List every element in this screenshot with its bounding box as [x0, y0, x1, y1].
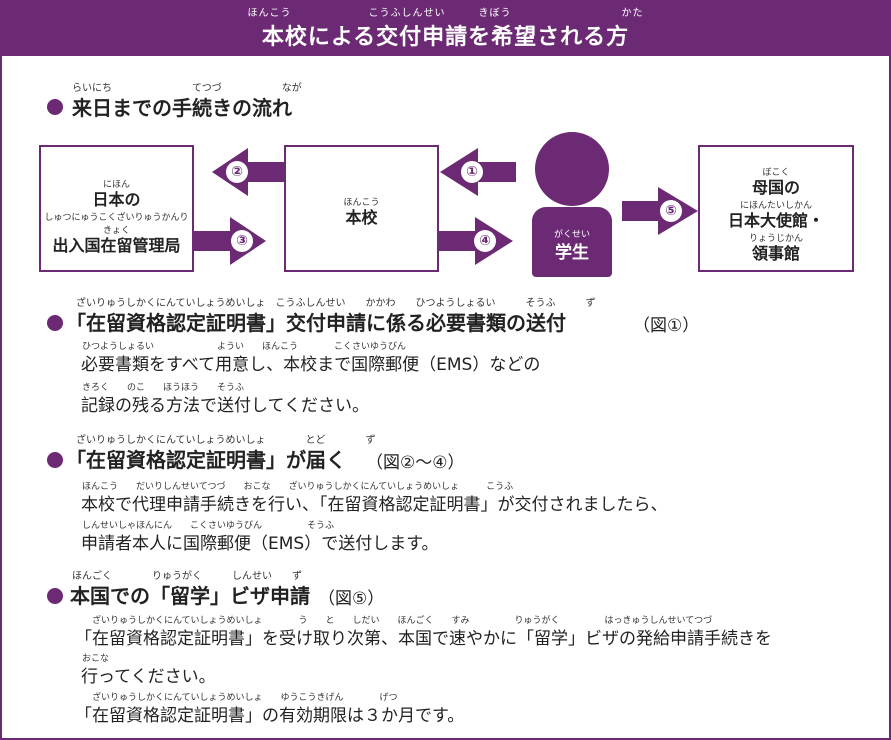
section4-line2-ruby: おこな — [82, 654, 110, 664]
student-body-icon — [532, 207, 612, 277]
section3-line2: 申請者本人に国際郵便（EMS）で送付します。 — [81, 534, 439, 554]
box-school-label: 本校 — [345, 208, 378, 227]
box-japan-ruby2: しゅつにゅうこくざいりゅうかんりきょく — [44, 213, 189, 236]
box-home-line2: 日本大使館・ — [727, 211, 824, 230]
section2-fig: （図①） — [633, 316, 700, 336]
bullet-section2 — [47, 315, 63, 331]
section4-line1-ruby: ざいりゅうしかくにんていしょうめいしょ う と しだい ほんごく すみ りゅうが… — [92, 616, 713, 626]
section2-line2: 記録の残る方法で送付してください。 — [81, 396, 369, 416]
section1-ruby: らいにち てつづ なが — [72, 83, 302, 94]
section4-line3: 「在留資格認定証明書」の有効期限は３か月です。 — [75, 706, 465, 726]
section4-line1: 「在留資格認定証明書」を受け取り次第、本国で速やかに「留学」ビザの発給申請手続き… — [75, 629, 772, 649]
bullet-section3 — [47, 452, 63, 468]
box-home-ruby1: ぼこく — [762, 168, 790, 178]
section4-line2: 行ってください。 — [81, 667, 216, 687]
header-banner: ほんこう こうふしんせい きぼう かた 本校による交付申請を希望される方 — [0, 0, 891, 56]
section2-line2-ruby: きろく のこ ほうほう そうふ — [82, 383, 245, 393]
arrow-1-number: ① — [461, 161, 483, 183]
box-school-ruby: ほんこう — [343, 198, 380, 208]
student-head-icon — [535, 132, 609, 206]
section1-title: 来日までの手続きの流れ — [72, 96, 292, 120]
arrow-3-number: ③ — [231, 230, 253, 252]
arrow-5-number: ⑤ — [660, 200, 682, 222]
section4-title: 本国での「留学」ビザ申請 — [70, 584, 310, 608]
section2-ruby: ざいりゅうしかくにんていしょうめいしょ こうふしんせい かかわ ひつようしょるい… — [76, 298, 596, 309]
box-japan-line1: 日本の — [92, 190, 141, 209]
box-japan-line2: 出入国在留管理局 — [52, 236, 181, 255]
section4-fig: （図⑤） — [318, 589, 385, 609]
bullet-section1 — [47, 99, 63, 115]
box-home-ruby3: りょうじかん — [748, 234, 803, 244]
arrow-3-right — [194, 217, 266, 265]
student-label: 学生 — [555, 243, 589, 263]
bullet-section4 — [47, 588, 63, 604]
section3-line2-ruby: しんせいしゃほんにん こくさいゆうびん そうふ — [82, 521, 335, 531]
box-home-line3: 領事館 — [751, 244, 800, 263]
arrow-2-number: ② — [226, 161, 248, 183]
box-home-line1: 母国の — [751, 178, 800, 197]
box-home-ruby2: にほんたいしかん — [739, 201, 812, 211]
section2-line1: 必要書類をすべて用意し、本校まで国際郵便（EMS）などの — [81, 355, 541, 375]
box-embassy: ぼこく 母国の にほんたいしかん 日本大使館・ りょうじかん 領事館 — [698, 145, 854, 272]
section3-line1-ruby: ほんこう だいりしんせいてつづ おこな ざいりゅうしかくにんていしょうめいしょ … — [82, 482, 514, 492]
section3-line1: 本校で代理申請手続きを行い、「在留資格認定証明書」が交付されましたら、 — [81, 495, 668, 515]
title-ruby: ほんこう こうふしんせい きぼう かた — [247, 8, 644, 19]
arrow-4-number: ④ — [474, 230, 496, 252]
section2-line1-ruby: ひつようしょるい ようい ほんこう こくさいゆうびん — [82, 342, 407, 352]
page-title: 本校による交付申請を希望される方 — [261, 25, 630, 50]
box-immigration-bureau: にほん 日本の しゅつにゅうこくざいりゅうかんりきょく 出入国在留管理局 — [39, 145, 194, 272]
section3-title: 「在留資格認定証明書」が届く — [66, 448, 346, 472]
section4-line3-ruby: ざいりゅうしかくにんていしょうめいしょ ゆうこうきげん げつ — [92, 693, 398, 703]
section2-title: 「在留資格認定証明書」交付申請に係る必要書類の送付 — [66, 311, 566, 335]
student-ruby: がくせい — [553, 230, 590, 240]
box-school: ほんこう 本校 — [284, 145, 439, 272]
section3-ruby: ざいりゅうしかくにんていしょうめいしょ とど ず — [76, 435, 376, 446]
arrow-2-left — [212, 148, 284, 196]
section4-ruby: ほんごく りゅうがく しんせい ず — [72, 571, 302, 582]
box-japan-ruby1: にほん — [102, 180, 130, 190]
section3-fig: （図②〜④） — [366, 453, 465, 473]
